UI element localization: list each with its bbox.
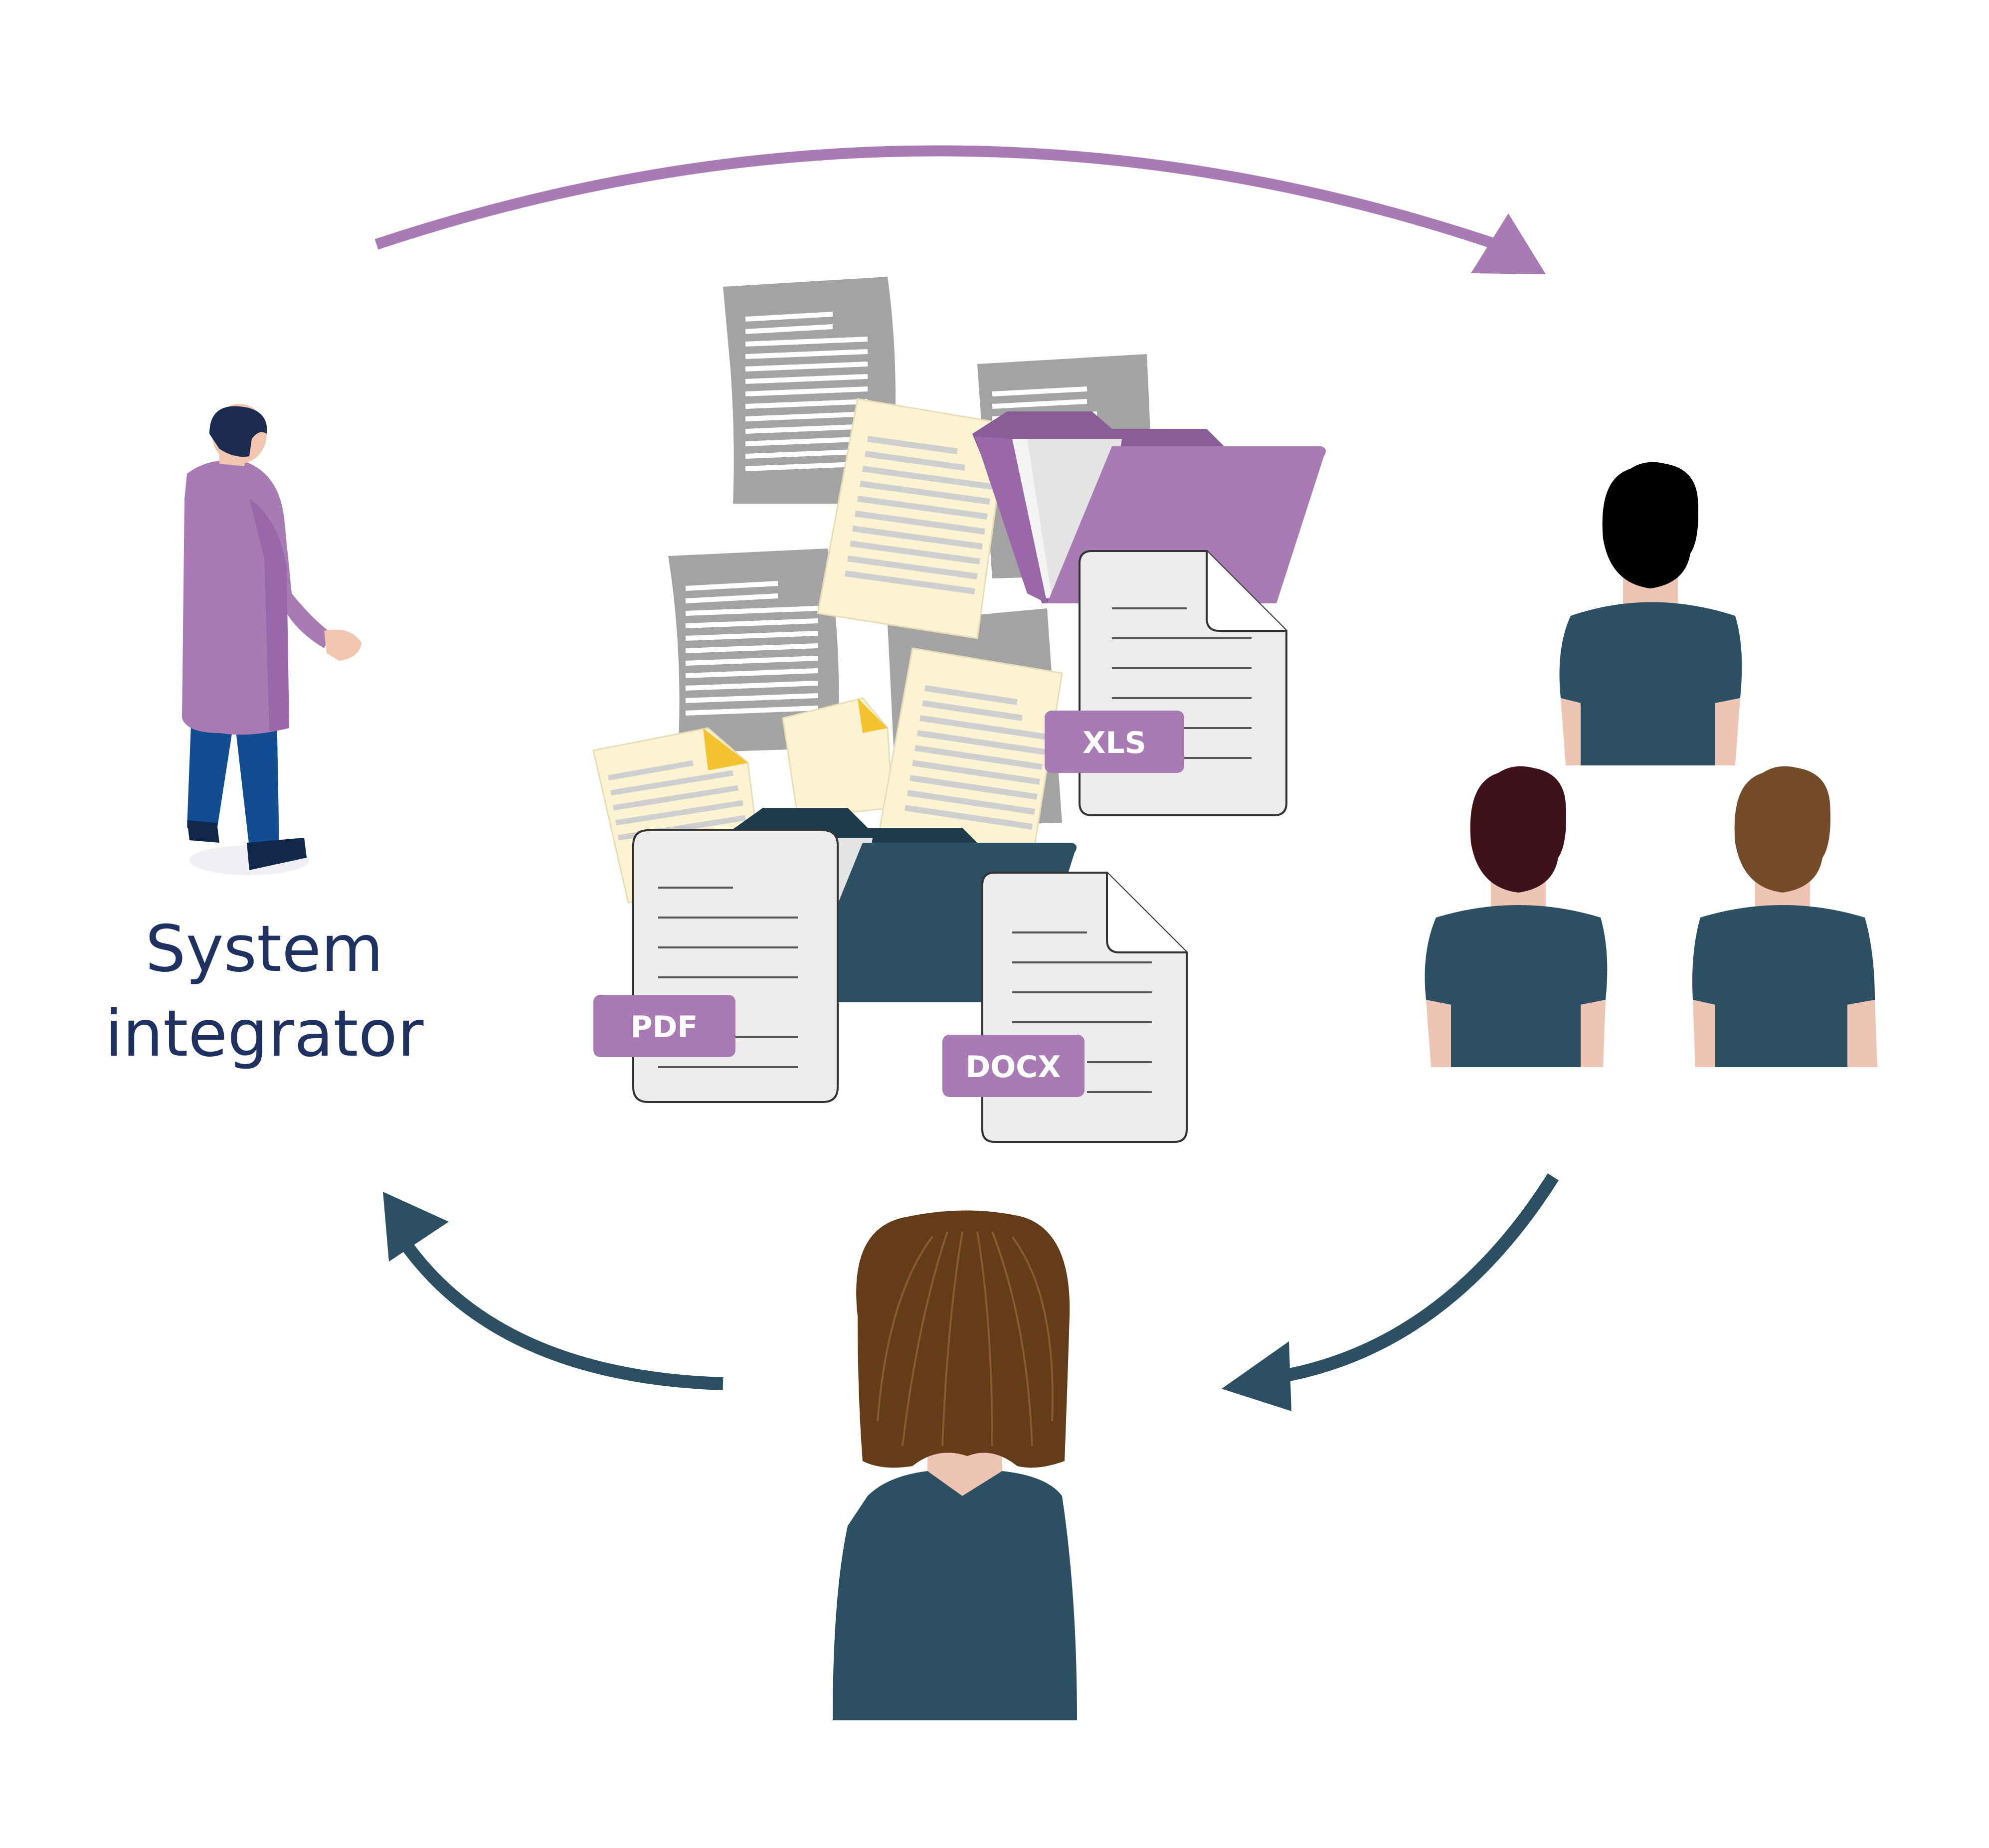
xls-badge-label: XLS bbox=[1083, 726, 1146, 760]
man-brown-hair-figure bbox=[1692, 766, 1877, 1067]
gray-paper-3-icon bbox=[668, 549, 839, 753]
system-integrator-label-line2: integrator bbox=[105, 997, 424, 1071]
docx-badge-label: DOCX bbox=[965, 1050, 1061, 1085]
arrow-right-teal bbox=[1222, 1173, 1559, 1411]
system-integrator-label-line1: System bbox=[145, 912, 383, 986]
team-group bbox=[1425, 462, 1877, 1067]
docx-badge: DOCX bbox=[942, 1035, 1085, 1097]
arrow-top-purple bbox=[374, 145, 1546, 274]
pdf-document-icon bbox=[632, 829, 839, 1103]
woman-figure bbox=[833, 1210, 1077, 1720]
cream-paper-3-icon bbox=[782, 697, 894, 819]
documents-cluster: XLS PDF DOCX bbox=[592, 277, 1326, 1143]
arrow-left-teal bbox=[383, 1192, 723, 1390]
man-black-hair-figure bbox=[1559, 462, 1742, 765]
docx-document-icon bbox=[981, 872, 1188, 1143]
man-dark-red-hair-figure bbox=[1425, 766, 1608, 1067]
system-integrator-figure bbox=[182, 404, 362, 875]
cream-paper-1-icon bbox=[817, 398, 1008, 639]
xls-badge: XLS bbox=[1045, 711, 1184, 773]
gray-paper-1-icon bbox=[723, 277, 898, 504]
pdf-badge-label: PDF bbox=[631, 1010, 698, 1045]
pdf-badge: PDF bbox=[593, 995, 735, 1057]
